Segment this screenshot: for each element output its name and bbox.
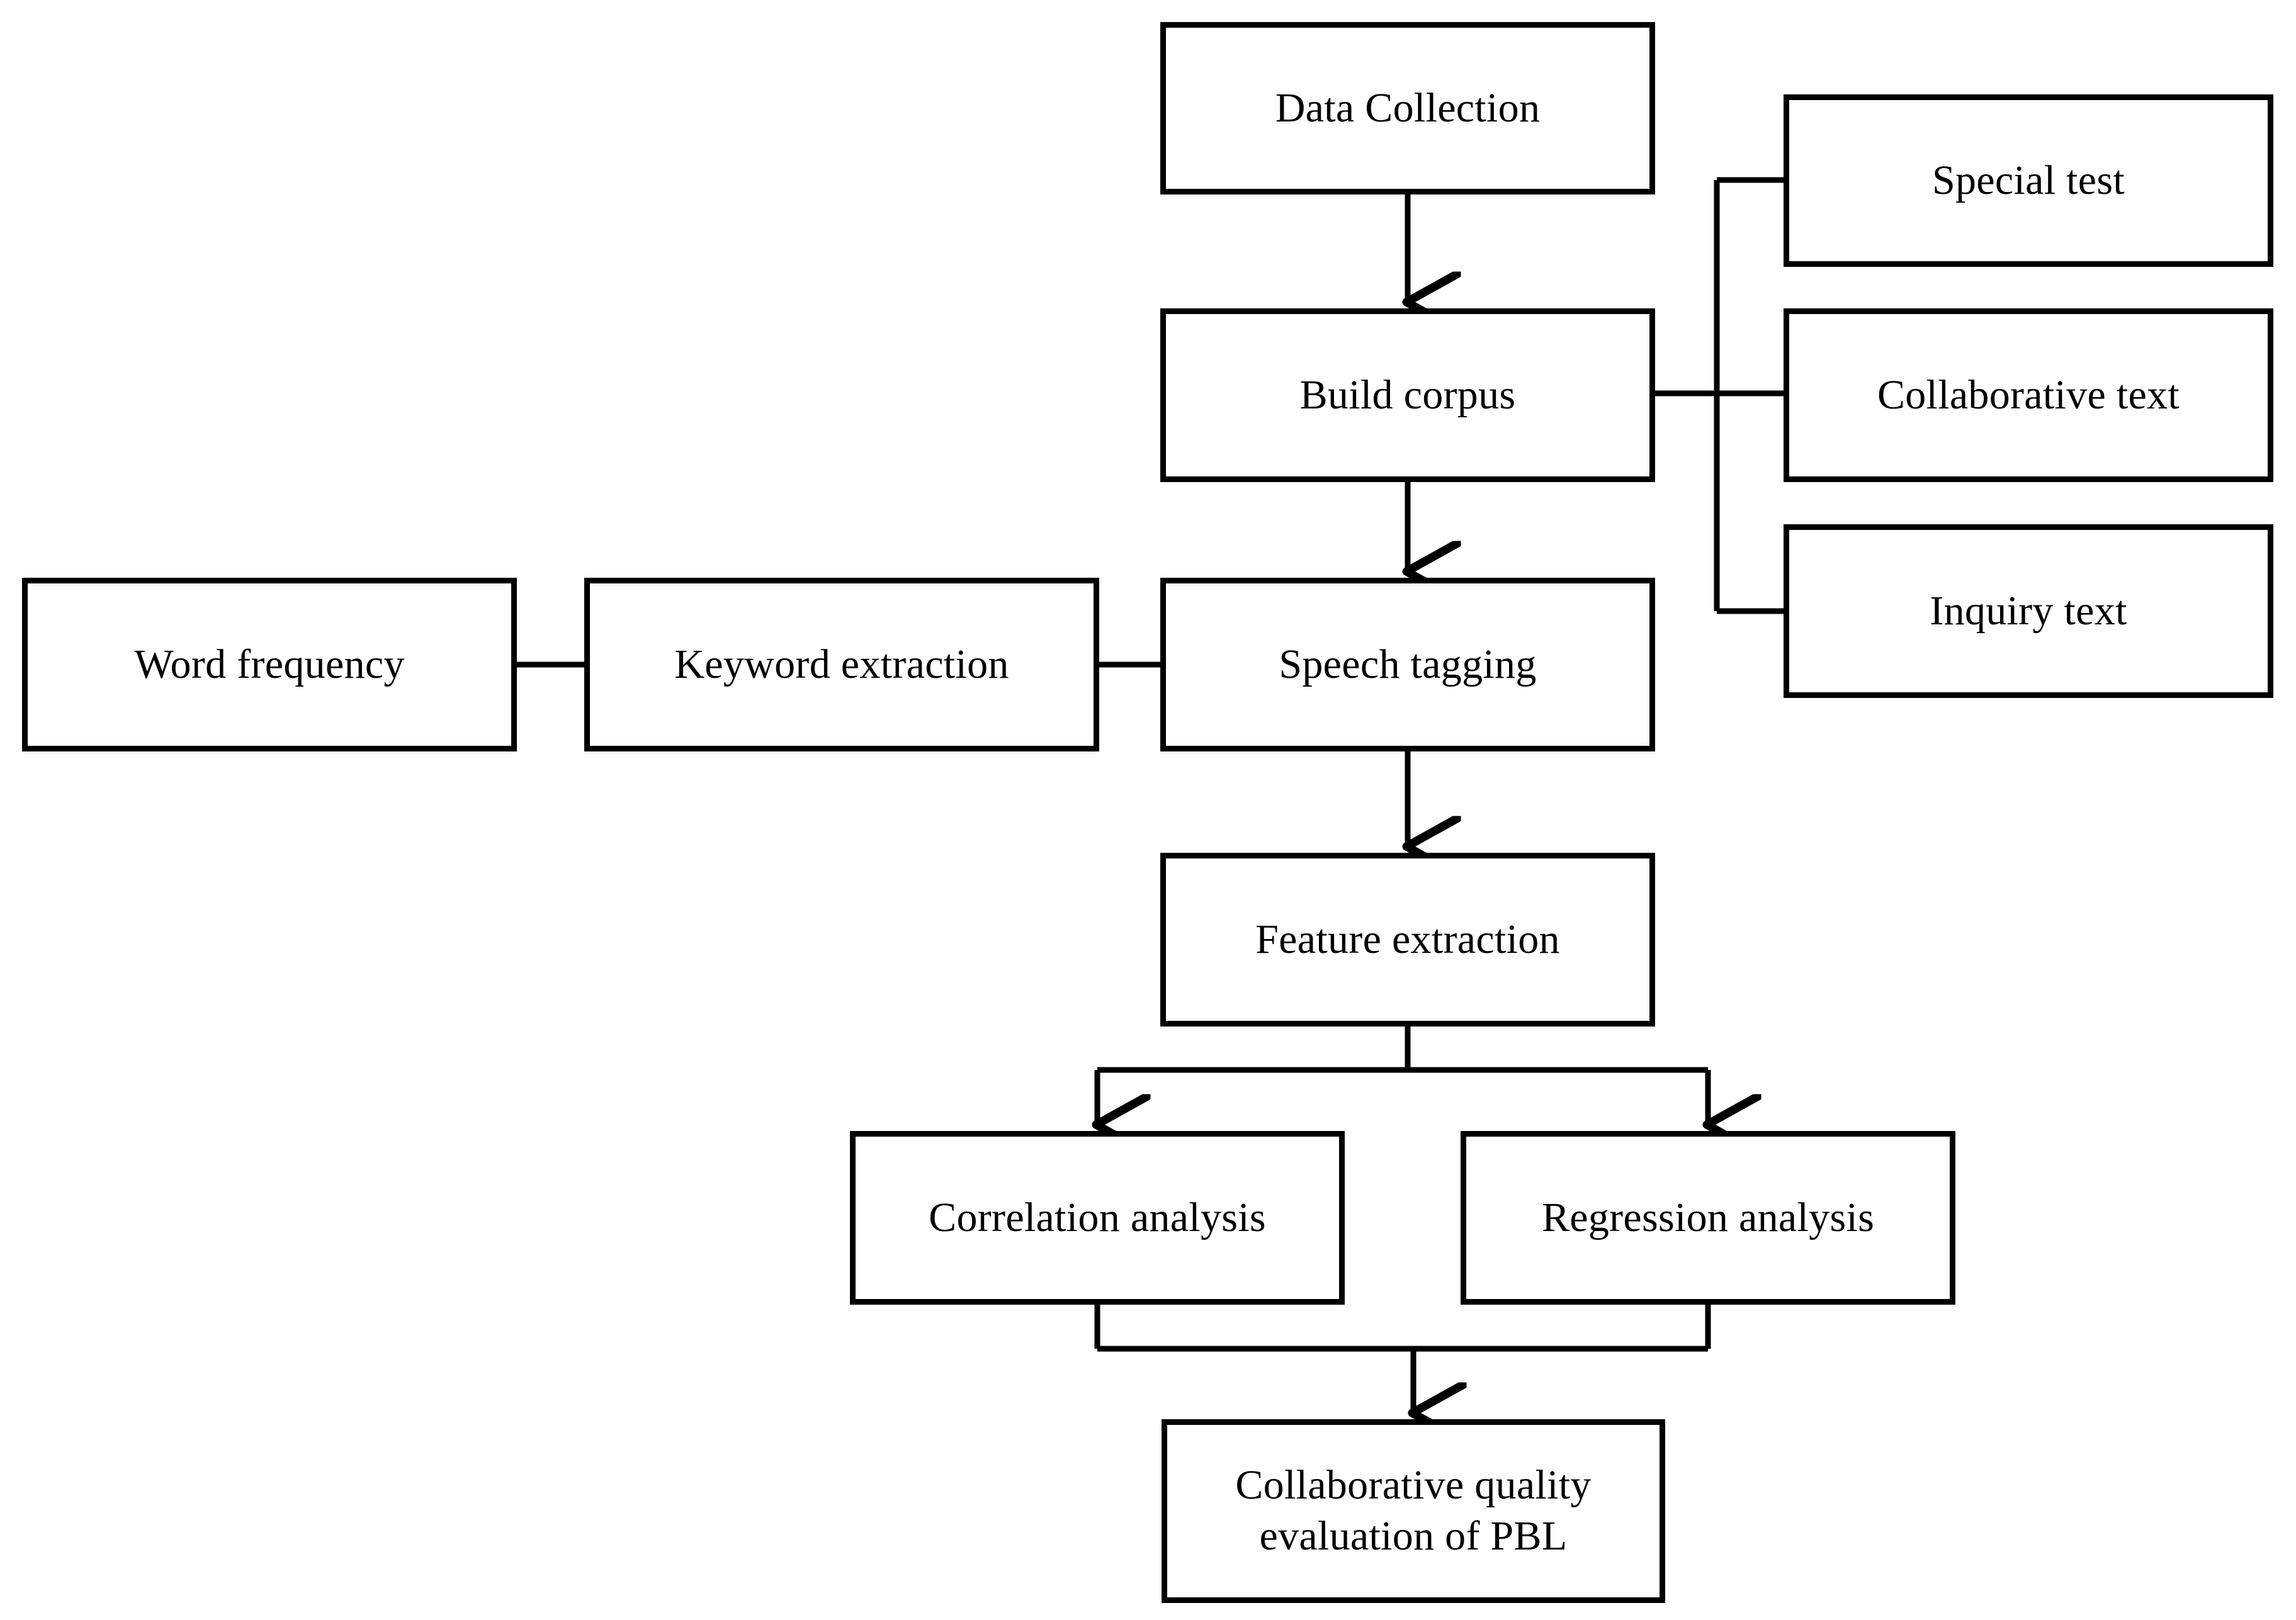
node-label: Collaborative text <box>1877 371 2180 418</box>
node-feature-extraction[interactable]: Feature extraction <box>1160 853 1655 1027</box>
node-inquiry-text[interactable]: Inquiry text <box>1784 524 2273 698</box>
node-label: Build corpus <box>1299 371 1516 418</box>
node-regression-analysis[interactable]: Regression analysis <box>1461 1131 1955 1305</box>
node-word-frequency[interactable]: Word frequency <box>22 578 517 751</box>
node-label: Collaborative quality evaluation of PBL <box>1235 1462 1592 1559</box>
node-label: Inquiry text <box>1930 587 2127 634</box>
node-final-output[interactable]: Collaborative quality evaluation of PBL <box>1162 1419 1665 1603</box>
node-label: Regression analysis <box>1541 1194 1875 1240</box>
node-label: Keyword extraction <box>674 641 1009 687</box>
node-label: Data Collection <box>1275 84 1541 131</box>
node-keyword-extraction[interactable]: Keyword extraction <box>584 578 1099 751</box>
node-label: Word frequency <box>134 641 405 687</box>
node-build-corpus[interactable]: Build corpus <box>1160 308 1655 482</box>
node-correlation-analysis[interactable]: Correlation analysis <box>850 1131 1345 1305</box>
node-label: Feature extraction <box>1255 916 1560 962</box>
node-collaborative-text[interactable]: Collaborative text <box>1784 308 2273 482</box>
node-label: Special test <box>1931 157 2125 203</box>
node-label: Correlation analysis <box>929 1194 1266 1240</box>
node-data-collection[interactable]: Data Collection <box>1160 22 1655 194</box>
node-speech-tagging[interactable]: Speech tagging <box>1160 578 1655 751</box>
node-label: Speech tagging <box>1279 641 1537 687</box>
node-special-test[interactable]: Special test <box>1784 94 2273 267</box>
